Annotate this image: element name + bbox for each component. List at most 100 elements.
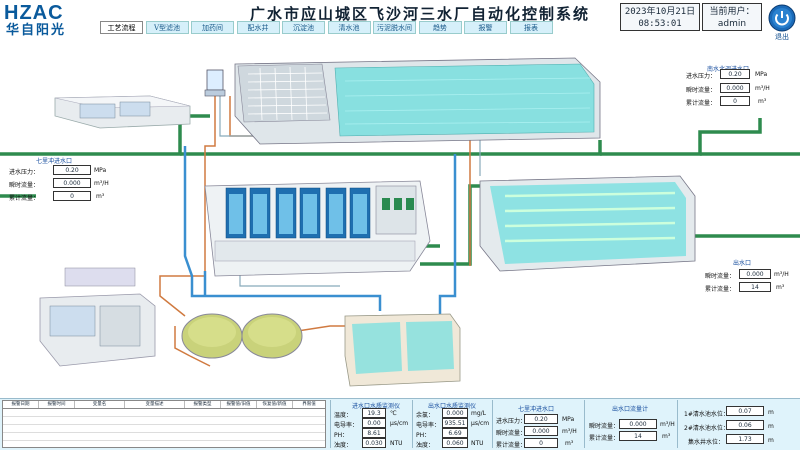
bottom-qili-value: 0.000 — [524, 426, 558, 436]
inlet-south-pressure-unit: MPa — [755, 71, 768, 78]
level-value: 1.73 — [726, 434, 764, 444]
alarm-col-desc: 变量描述 — [125, 401, 185, 408]
inlet-qili-flow-unit: m³/H — [94, 180, 109, 187]
tab-sedimentation[interactable]: 沉淀池 — [282, 21, 325, 34]
quality-in-label: 温度： — [334, 412, 353, 419]
quality-in-value: 8.61 — [362, 428, 386, 438]
dosing-building — [54, 95, 191, 129]
quality-out-label: 浊度： — [416, 442, 435, 449]
table-row — [3, 433, 325, 441]
exit-button[interactable] — [767, 3, 797, 33]
level-value: 0.07 — [726, 406, 764, 416]
quality-out-value: 935.51 — [442, 418, 468, 428]
alarm-col-date: 报警日期 — [3, 401, 39, 408]
level-label: 2#清水池水位： — [684, 425, 729, 432]
tab-distribution-well[interactable]: 配水井 — [236, 21, 280, 34]
inlet-tower — [204, 69, 226, 97]
tab-sludge-room[interactable]: 污泥脱水间 — [373, 21, 416, 34]
bottom-qili-unit: m³ — [565, 440, 574, 447]
date-text: 2023年10月21日 — [624, 7, 696, 17]
table-row — [3, 417, 325, 425]
quality-in-value: 0.00 — [362, 418, 386, 428]
nav-tabs: 工艺流程 V型滤池 加药间 配水井 沉淀池 清水池 污泥脱水间 趋势 报警 报表 — [100, 21, 555, 34]
tab-process-flow[interactable]: 工艺流程 — [100, 21, 143, 34]
table-row — [3, 425, 325, 433]
divider — [492, 400, 493, 448]
alarm-table[interactable]: 报警日期 报警时间 变量名 变量描述 报警类型 报警值/旧值 恢复值/新值 界限… — [2, 400, 326, 448]
level-unit: m — [768, 409, 774, 416]
bottom-outflow-label: 累计流量： — [589, 435, 620, 442]
exit-label: 退出 — [775, 33, 789, 41]
bottom-qili-title: 七里冲进水口 — [518, 406, 555, 413]
inlet-south-flow-value: 0.000 — [720, 83, 750, 93]
process-diagram — [0, 57, 800, 387]
bottom-outflow-value: 0.000 — [619, 419, 657, 429]
bottom-outflow-unit: m³ — [662, 433, 671, 440]
quality-in-unit: ℃ — [390, 410, 397, 417]
clarifiers — [181, 313, 303, 359]
logo-text-en: HZAC — [4, 2, 64, 24]
inlet-south-total-unit: m³ — [758, 98, 767, 105]
bottom-qili-value: 0.20 — [524, 414, 558, 424]
outlet-total-label: 累计流量： — [705, 286, 736, 293]
time-text: 08:53:01 — [638, 19, 682, 29]
inlet-south-flow-unit: m³/H — [755, 85, 770, 92]
inlet-qili-pressure-value: 0.20 — [53, 165, 91, 175]
bottom-outflow-value: 14 — [619, 431, 657, 441]
level-unit: m — [768, 423, 774, 430]
sedimentation-basin — [234, 57, 601, 145]
divider — [677, 400, 678, 448]
level-label: 1#清水池水位： — [684, 411, 729, 418]
v-filter-building — [204, 180, 431, 277]
outlet-total-value: 14 — [739, 282, 771, 292]
divider — [412, 400, 413, 448]
bottom-qili-label: 瞬时流量： — [496, 430, 527, 437]
bottom-qili-unit: MPa — [562, 416, 575, 423]
tab-dosing-room[interactable]: 加药间 — [191, 21, 234, 34]
outlet-flow-value: 0.000 — [739, 269, 771, 279]
quality-out-value: 0.060 — [442, 438, 468, 448]
tab-alarm[interactable]: 报警 — [464, 21, 507, 34]
outlet-total-unit: m³ — [776, 284, 785, 291]
inlet-qili-total-label: 累计流量： — [9, 195, 40, 202]
quality-out-label: PH： — [416, 432, 431, 439]
level-value: 0.06 — [726, 420, 764, 430]
quality-out-unit: NTU — [471, 440, 484, 447]
alarm-col-time: 报警时间 — [39, 401, 75, 408]
bottom-qili-label: 进水压力： — [496, 418, 527, 425]
tab-v-filter[interactable]: V型滤池 — [145, 21, 189, 34]
tab-clear-water-tank[interactable]: 清水池 — [327, 21, 371, 34]
inlet-qili-title: 七里冲进水口 — [36, 158, 73, 165]
inlet-qili-pressure-label: 进水压力： — [9, 169, 40, 176]
quality-in-value: 19.3 — [362, 408, 386, 418]
inlet-qili-flow-value: 0.000 — [53, 178, 91, 188]
datetime-display: 2023年10月21日 08:53:01 — [620, 3, 700, 31]
logo-text-cn: 华自阳光 — [6, 23, 67, 38]
quality-out-title: 出水口水质监测仪 — [428, 403, 477, 410]
bottom-outflow-unit: m³/H — [660, 421, 675, 428]
quality-out-label: 电导率： — [416, 422, 441, 429]
inlet-qili-flow-label: 瞬时流量： — [9, 182, 40, 189]
quality-out-unit: mg/L — [471, 410, 487, 417]
inlet-south-flow-label: 瞬时流量： — [686, 87, 717, 94]
tab-trend[interactable]: 趋势 — [418, 21, 462, 34]
power-icon — [768, 4, 796, 32]
clear-water-tank — [479, 175, 696, 272]
quality-in-title: 进水口水质监测仪 — [352, 403, 401, 410]
user-name: admin — [717, 19, 747, 29]
quality-out-unit: μs/cm — [471, 420, 490, 427]
tab-report[interactable]: 报表 — [509, 21, 553, 34]
inlet-south-total-value: 0 — [720, 96, 750, 106]
quality-in-label: PH： — [334, 432, 349, 439]
outlet-title: 出水口 — [733, 260, 752, 267]
alarm-col-limit: 界限值 — [302, 402, 316, 407]
inlet-qili-total-unit: m³ — [96, 193, 105, 200]
sludge-building — [39, 267, 156, 367]
table-row — [3, 409, 325, 417]
current-user-display: 当前用户： admin — [702, 3, 762, 31]
inlet-qili-total-value: 0 — [53, 191, 91, 201]
divider — [330, 400, 331, 448]
user-label: 当前用户： — [709, 7, 755, 17]
level-unit: m — [768, 437, 774, 444]
bottom-qili-value: 0 — [524, 438, 558, 448]
